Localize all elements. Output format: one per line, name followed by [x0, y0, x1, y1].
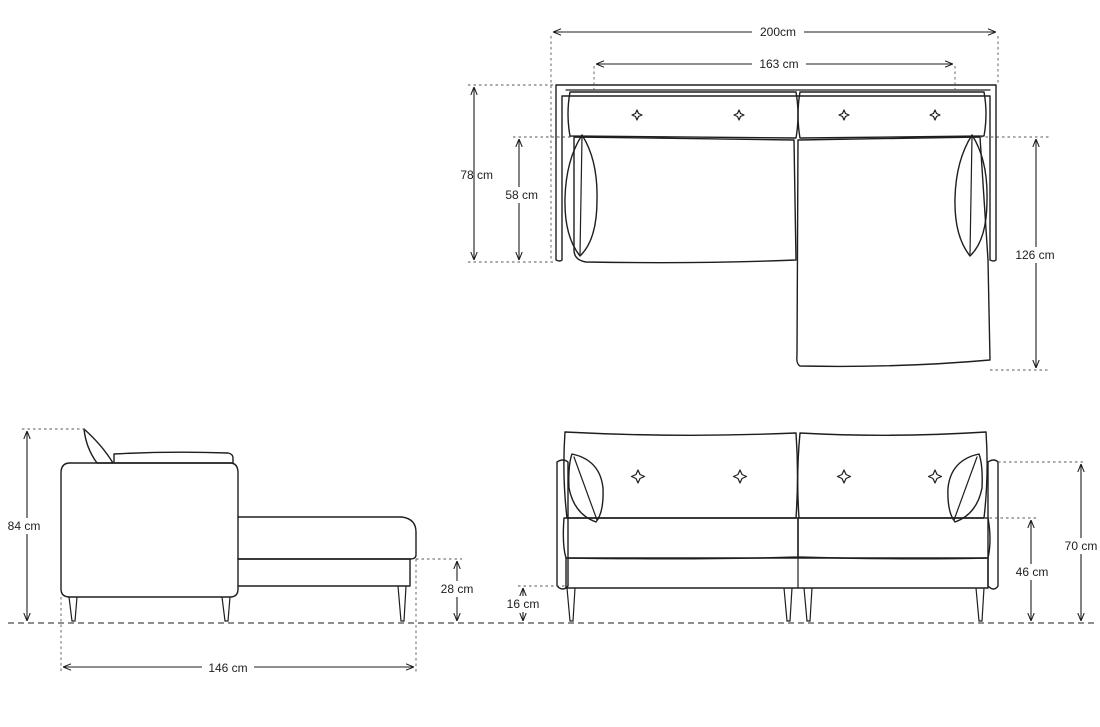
front-seat-cushion-left [562, 517, 799, 560]
front-pillow-left [568, 453, 604, 523]
front-back-cushion-left [563, 431, 799, 519]
label-front-arm-height: 70 cm [1065, 539, 1098, 553]
side-leg [397, 585, 407, 622]
label-side-height: 84 cm [8, 519, 41, 533]
sparkle-star-icon [929, 109, 941, 121]
sparkle-star-icon [836, 469, 852, 484]
top-back-cushion-right [797, 91, 987, 139]
side-chaise-base [237, 558, 411, 587]
sparkle-star-icon [732, 469, 748, 484]
front-view: 16 cm 46 cm 70 cm [503, 431, 1100, 622]
side-leg [68, 596, 78, 622]
front-arm-right [987, 459, 999, 590]
side-leg [221, 596, 231, 622]
top-bolster-left [564, 134, 598, 257]
front-leg [975, 587, 985, 622]
top-chaise [796, 136, 991, 368]
side-back-cushion [113, 451, 234, 464]
label-top-chaise-depth: 126 cm [1015, 248, 1054, 262]
label-top-seat-width: 163 cm [759, 57, 798, 71]
top-back-cushion-left [567, 91, 799, 139]
label-side-length: 146 cm [208, 661, 247, 675]
front-pillow-right [947, 453, 983, 523]
top-view: 200cm 163 cm 78 cm 58 cm 126 cm [460, 24, 1058, 371]
side-pillow [83, 428, 114, 464]
front-back-cushion-right [797, 431, 988, 519]
sparkle-star-icon [838, 109, 850, 121]
top-back-frame [555, 84, 997, 262]
sparkle-star-icon [927, 469, 943, 484]
front-leg [566, 587, 576, 622]
label-front-seat-height: 46 cm [1016, 565, 1049, 579]
side-chaise-body [237, 516, 417, 560]
top-bolster-right [954, 134, 988, 257]
side-view: 84 cm 28 cm 146 cm [4, 428, 477, 676]
top-seat-left [573, 136, 797, 264]
label-front-leg-height: 16 cm [507, 597, 540, 611]
label-top-seat-depth: 58 cm [505, 188, 538, 202]
sparkle-star-icon [631, 109, 643, 121]
front-seat-cushion-right [797, 517, 991, 560]
side-arm-block [60, 462, 239, 598]
front-leg [783, 587, 793, 622]
sparkle-star-icon [630, 469, 646, 484]
front-leg [803, 587, 813, 622]
label-top-total-width: 200cm [760, 25, 796, 39]
front-base [565, 557, 989, 589]
label-side-seat-height: 28 cm [441, 582, 474, 596]
label-top-depth: 78 cm [460, 168, 493, 182]
front-arm-left [556, 459, 569, 590]
sparkle-star-icon [733, 109, 745, 121]
